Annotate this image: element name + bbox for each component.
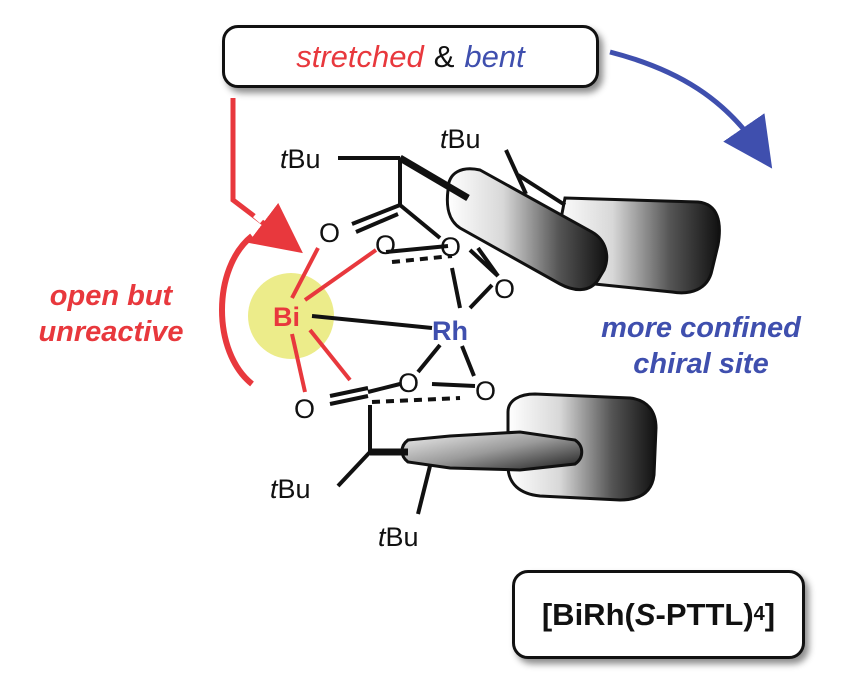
formula-box: [BiRh(S-PTTL)4] xyxy=(512,570,805,659)
tbu-label-lower-left: tBu xyxy=(270,474,311,504)
formula-subscript: 4 xyxy=(753,603,765,625)
oxygen-label-1: O xyxy=(319,218,340,248)
red-arrow xyxy=(230,98,303,254)
formula-close: ] xyxy=(764,596,776,632)
stretched-bent-box: stretched & bent xyxy=(222,25,599,88)
phthalimide-upper-front xyxy=(445,167,609,291)
oxygen-label-4: O xyxy=(494,274,515,304)
red-bracket xyxy=(219,233,254,387)
oxygen-label-6: O xyxy=(475,376,496,406)
open-unreactive-caption: open but unreactive xyxy=(2,278,220,350)
rh-atom-label: Rh xyxy=(432,316,468,346)
formula-suffix: -PTTL) xyxy=(655,596,754,632)
oxygen-label-2: O xyxy=(375,230,396,260)
tbu-label-upper-right: tBu xyxy=(440,124,481,154)
tbu-label-upper-left: tBu xyxy=(280,144,321,174)
open-caption-line1: open but xyxy=(49,280,173,312)
tbu-label-lower-right: tBu xyxy=(378,522,419,552)
blue-arrow xyxy=(609,49,773,169)
phthalimide-lower-front xyxy=(400,430,584,472)
red-arrow-dash xyxy=(253,212,264,224)
formula-prefix: [BiRh( xyxy=(541,596,635,632)
oxygen-label-7: O xyxy=(294,394,315,424)
bi-atom-label: Bi xyxy=(273,302,300,332)
confined-caption-line2: chiral site xyxy=(633,348,769,380)
bent-label: bent xyxy=(464,38,525,74)
confined-site-caption: more confined chiral site xyxy=(555,310,847,382)
ampersand-label: & xyxy=(433,38,455,74)
formula-stereo: S xyxy=(634,596,656,632)
oxygen-label-5: O xyxy=(398,368,419,398)
confined-caption-line1: more confined xyxy=(601,312,801,344)
stretched-label: stretched xyxy=(296,38,424,74)
oxygen-label-3: O xyxy=(440,232,461,262)
open-caption-line2: unreactive xyxy=(38,316,184,348)
